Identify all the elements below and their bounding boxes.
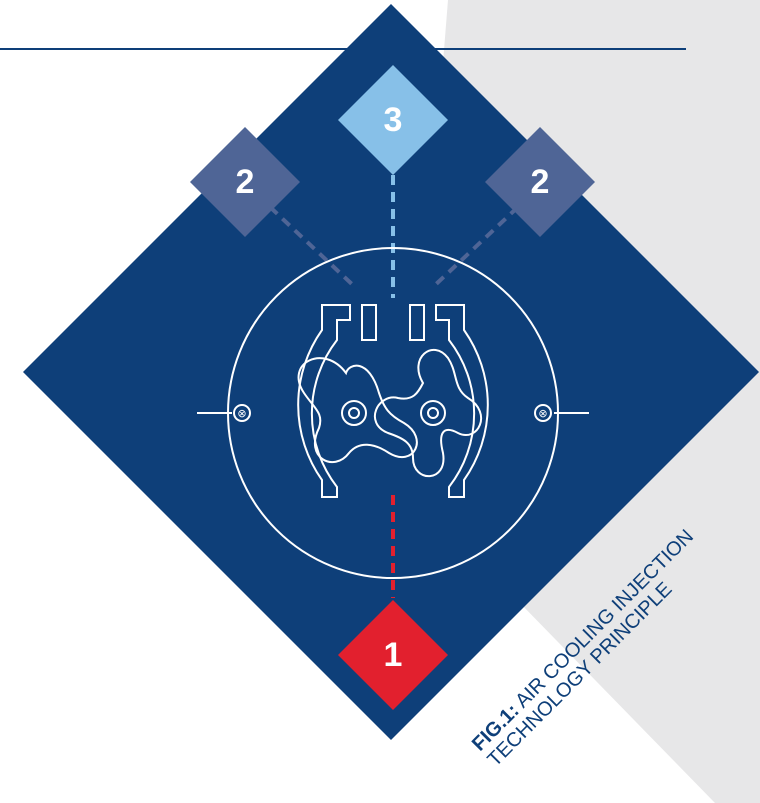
connector-left [268, 205, 357, 289]
inner-chamber-right [435, 304, 489, 498]
badge-top: 3 [338, 65, 448, 175]
svg-text:⊗: ⊗ [237, 407, 246, 420]
badge-bottom: 1 [338, 600, 448, 710]
left-mount-bolt-icon [233, 404, 251, 422]
badge-left-label: 2 [236, 163, 255, 201]
connector-lines [268, 175, 520, 598]
left-rotor [297, 357, 418, 464]
inner-chamber-left [297, 304, 351, 498]
badge-top-label: 3 [384, 101, 403, 139]
right-mount-bolt-icon [534, 404, 552, 422]
pump-schematic: ⊗ ⊗ [197, 247, 589, 579]
right-rotor [373, 348, 483, 478]
injection-slot-2 [409, 304, 425, 341]
injection-slot-1 [361, 304, 377, 341]
badge-left: 2 [190, 127, 300, 237]
badge-right: 2 [485, 127, 595, 237]
connector-right [431, 205, 520, 289]
badge-right-label: 2 [531, 163, 550, 201]
badge-bottom-label: 1 [384, 636, 403, 674]
svg-text:⊗: ⊗ [538, 407, 547, 420]
